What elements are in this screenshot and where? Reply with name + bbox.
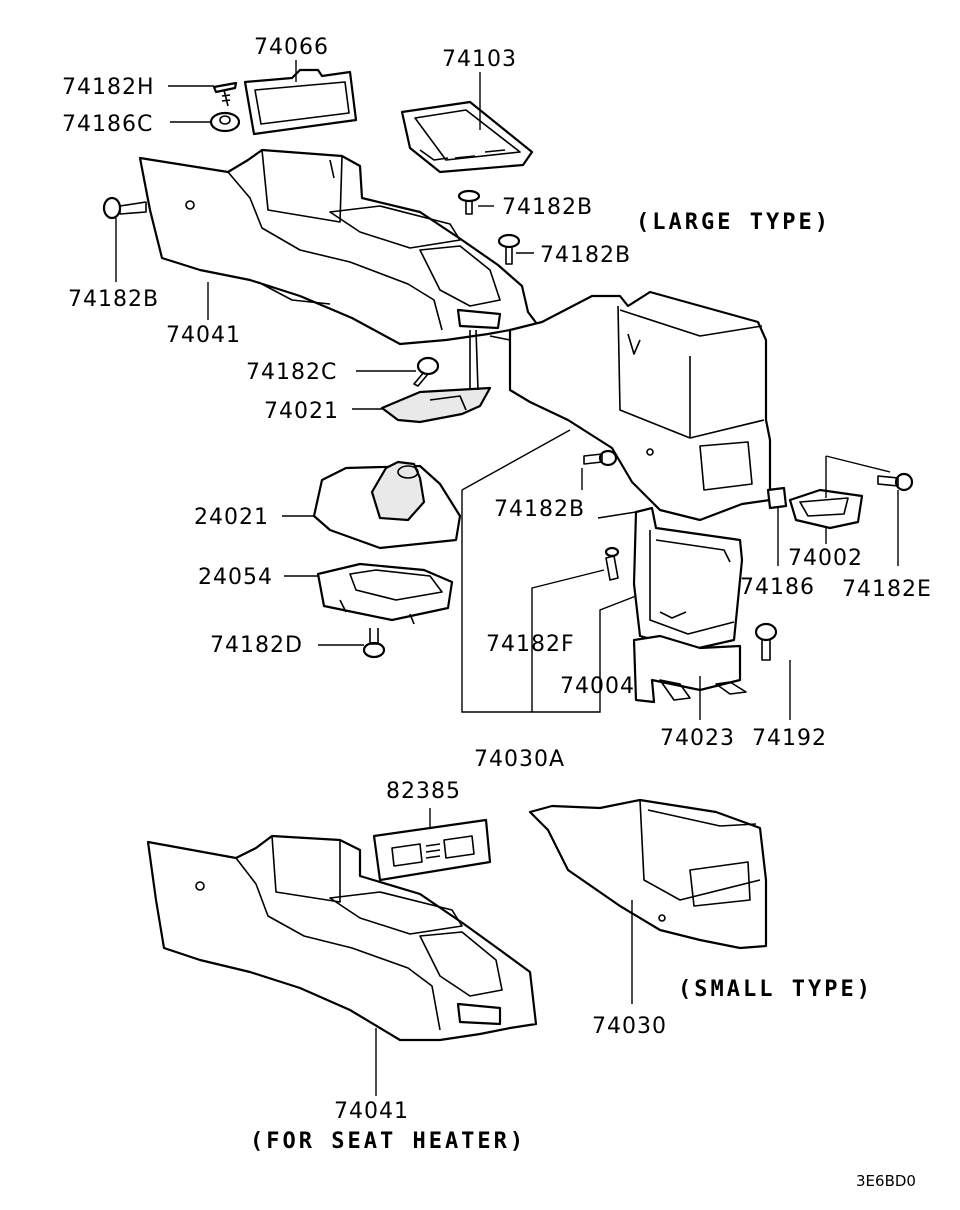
label-74002: 74002: [788, 546, 863, 571]
part-74182E-screw: [877, 472, 914, 492]
label-74186: 74186: [740, 575, 815, 600]
part-74066-plate: [243, 68, 358, 136]
part-82385-switch-panel: [372, 818, 492, 882]
label-74182B-lower: 74182B: [494, 497, 585, 522]
part-24054-base: [316, 562, 454, 625]
label-74192: 74192: [752, 726, 827, 751]
label-74182H: 74182H: [62, 75, 155, 100]
part-74182B-screw-left: [102, 196, 147, 220]
label-82385: 82385: [386, 779, 461, 804]
part-74041-front-console: [138, 148, 542, 346]
caption-large-type: (LARGE TYPE): [636, 210, 831, 235]
label-74066: 74066: [254, 35, 329, 60]
label-74103: 74103: [442, 47, 517, 72]
part-74182D-bolt: [362, 628, 386, 659]
part-74182B-screw-center: [457, 189, 481, 215]
part-74004-box: [632, 506, 744, 652]
label-74182B-center: 74182B: [502, 195, 593, 220]
label-74182E: 74182E: [842, 577, 932, 602]
label-74041-seat-heater: 74041: [334, 1099, 409, 1124]
caption-seat-heater: (FOR SEAT HEATER): [250, 1129, 526, 1154]
leader-lines: [115, 60, 899, 1096]
label-74182B-left: 74182B: [68, 287, 159, 312]
captions: (LARGE TYPE) (SMALL TYPE) (FOR SEAT HEAT…: [250, 210, 916, 1190]
part-74192-bolt: [754, 622, 778, 661]
part-74182C-screw: [413, 356, 440, 387]
label-74041: 74041: [166, 323, 241, 348]
label-74030A: 74030A: [474, 747, 565, 772]
part-74182F-screw: [604, 546, 620, 581]
diagram-code: 3E6BD0: [856, 1172, 916, 1190]
label-74186C: 74186C: [62, 112, 153, 137]
part-74103-tray: [400, 100, 534, 174]
part-24021-shift-boot: [312, 460, 462, 550]
part-74021-bracket: [380, 329, 492, 424]
part-74023-bracket: [632, 634, 747, 704]
part-74182H-screw: [212, 81, 238, 107]
label-74182C: 74182C: [246, 360, 337, 385]
part-74186C-clip: [209, 111, 241, 133]
label-24054: 24054: [198, 565, 273, 590]
label-74182F: 74182F: [486, 632, 575, 657]
label-74030: 74030: [592, 1014, 667, 1039]
label-74182D: 74182D: [210, 633, 303, 658]
part-74030-rear-console-small: [528, 798, 768, 950]
label-74021: 74021: [264, 399, 339, 424]
part-74182B-screw-right: [497, 233, 521, 265]
part-labels: 74066 74103 74182H 74186C 74182B 74041 7…: [62, 35, 932, 1124]
part-74182B-screw-lower: [583, 449, 618, 467]
part-74186-clip: [766, 486, 788, 510]
label-74004: 74004: [560, 674, 635, 699]
label-74023: 74023: [660, 726, 735, 751]
label-74182B-right: 74182B: [540, 243, 631, 268]
part-74030A-rear-console-large: [489, 290, 772, 522]
caption-small-type: (SMALL TYPE): [678, 977, 873, 1002]
part-74041-front-console-seat-heater: [146, 834, 538, 1042]
label-24021: 24021: [194, 505, 269, 530]
part-74002-ashtray: [788, 488, 864, 530]
